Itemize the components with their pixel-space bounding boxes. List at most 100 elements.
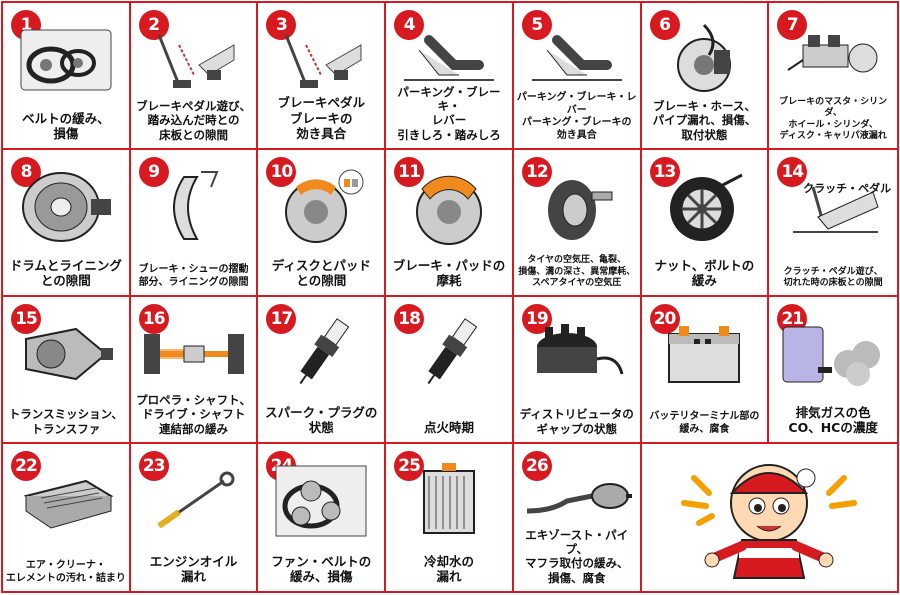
item-number-badge: 13 bbox=[649, 157, 680, 187]
item-number-badge: 7 bbox=[777, 10, 808, 40]
item-label: 冷却水の 漏れ bbox=[423, 553, 474, 585]
inspection-item-4: 4 パーキング・ブレーキ・ レバー 引きしろ・踏みしろ bbox=[386, 3, 514, 150]
air-cleaner-icon bbox=[3, 458, 129, 544]
brake-pedal-icon bbox=[258, 17, 384, 103]
item-top-label: クラッチ・ペダル bbox=[803, 182, 892, 195]
disc-pad-gap-icon bbox=[258, 164, 384, 250]
item-number-badge: 16 bbox=[138, 304, 169, 334]
fan-belt-icon bbox=[258, 458, 384, 544]
item-label: ナット、ボルトの 緩み bbox=[654, 257, 755, 289]
transmission-icon bbox=[3, 311, 129, 397]
item-label: エキゾースト・パイプ、 マフラ取付の緩み、 損傷、腐食 bbox=[524, 527, 629, 585]
brake-drum-icon bbox=[3, 164, 129, 250]
inspection-item-24: 24ファン・ベルトの 緩み、損傷 bbox=[258, 444, 387, 591]
mascot-panel bbox=[642, 444, 897, 591]
inspection-item-2: 2 ブレーキペダル遊び、 踏み込んだ時との 床板との隙間 bbox=[130, 3, 259, 150]
item-label: ベルトの緩み、 損傷 bbox=[22, 110, 110, 142]
tire-gauge-icon bbox=[514, 164, 640, 250]
item-number-badge: 10 bbox=[266, 157, 297, 187]
inspection-item-23: 23 エンジンオイル 漏れ bbox=[131, 444, 259, 591]
item-label: プロペラ・シャフト、 ドライブ・シャフト 連結部の緩み bbox=[136, 392, 251, 436]
inspection-item-6: 6 ブレーキ・ホース、 パイプ漏れ、損傷、 取付状態 bbox=[641, 3, 770, 150]
inspection-item-5: 5 パーキング・ブレーキ・レバー パーキング・ブレーキの 効き具合 bbox=[513, 3, 642, 150]
item-label: ブレーキのマスタ・シリンダ、 ホイール・シリンダ、 ディスク・キャリパ液漏れ bbox=[779, 97, 888, 141]
item-number-badge: 26 bbox=[521, 451, 552, 481]
item-label: ブレーキ・シューの摺動 部分、ライニングの隙間 bbox=[138, 264, 249, 288]
wheel-nut-icon bbox=[642, 164, 768, 250]
brake-pedal-icon bbox=[131, 17, 257, 103]
item-number-badge: 20 bbox=[649, 304, 680, 334]
item-label: パーキング・ブレーキ・ レバー 引きしろ・踏みしろ bbox=[397, 84, 501, 142]
item-label: ブレーキ・パッドの 摩耗 bbox=[392, 257, 506, 289]
item-label: ディストリビュータの ギャップの状態 bbox=[519, 407, 634, 436]
item-number-badge: 14 bbox=[777, 157, 808, 187]
brake-hose-icon bbox=[642, 17, 768, 103]
inspection-item-7: 7 ブレーキのマスタ・シリンダ、 ホイール・シリンダ、 ディスク・キャリパ液漏れ bbox=[769, 3, 897, 150]
item-number-badge: 25 bbox=[394, 451, 425, 481]
inspection-item-25: 25 冷却水の 漏れ bbox=[386, 444, 514, 591]
inspection-item-17: 17 スパーク・プラグの 状態 bbox=[258, 297, 387, 444]
item-label: ドラムとライニング との隙間 bbox=[9, 257, 122, 289]
item-label: バッテリターミナル部の 緩み、腐食 bbox=[649, 411, 760, 435]
item-number-badge: 6 bbox=[649, 10, 680, 40]
propeller-shaft-icon bbox=[131, 311, 257, 397]
parking-brake-icon bbox=[386, 17, 512, 103]
parking-brake-icon bbox=[514, 17, 640, 103]
clutch-pedal-icon bbox=[769, 164, 897, 250]
item-label: ブレーキ・ホース、 パイプ漏れ、損傷、 取付状態 bbox=[652, 98, 757, 142]
item-label: エア・クリーナ・ エレメントの汚れ・詰まり bbox=[5, 560, 126, 584]
item-number-badge: 3 bbox=[266, 10, 297, 40]
inspection-item-10: 10 ディスクとパッド との隙間 bbox=[258, 150, 387, 297]
item-label: トランスミッション、 トランスファ bbox=[8, 407, 123, 436]
item-number-badge: 15 bbox=[11, 304, 41, 334]
inspection-item-26: 26 エキゾースト・パイプ、 マフラ取付の緩み、 損傷、腐食 bbox=[514, 444, 642, 591]
radiator-icon bbox=[386, 458, 512, 544]
mascot-character-icon bbox=[642, 448, 897, 588]
brake-pad-icon bbox=[386, 164, 512, 250]
item-number-badge: 21 bbox=[777, 304, 808, 334]
inspection-item-9: 9 ブレーキ・シューの摺動 部分、ライニングの隙間 bbox=[130, 150, 259, 297]
inspection-item-20: 20 バッテリターミナル部の 緩み、腐食 bbox=[641, 297, 770, 444]
item-number-badge: 9 bbox=[138, 157, 169, 187]
inspection-item-18: 18 点火時期 bbox=[386, 297, 514, 444]
item-number-badge: 18 bbox=[394, 304, 425, 334]
item-label: ディスクとパッド との隙間 bbox=[271, 257, 371, 289]
item-label: ブレーキペダル ブレーキの 効き具合 bbox=[277, 95, 366, 142]
item-label: ブレーキペダル遊び、 踏み込んだ時との 床板との隙間 bbox=[136, 98, 252, 142]
muffler-icon bbox=[514, 458, 640, 544]
item-label: スパーク・プラグの 状態 bbox=[265, 404, 378, 436]
inspection-item-21: 21 排気ガスの色 CO、HCの濃度 bbox=[769, 297, 897, 444]
inspection-item-3: 3 ブレーキペダル ブレーキの 効き具合 bbox=[258, 3, 387, 150]
inspection-item-22: 22 エア・クリーナ・ エレメントの汚れ・詰まり bbox=[3, 444, 131, 591]
item-number-badge: 5 bbox=[521, 10, 552, 40]
belt-engine-icon bbox=[3, 17, 129, 103]
item-label: パーキング・ブレーキ・レバー パーキング・ブレーキの 効き具合 bbox=[516, 92, 637, 141]
item-number-badge: 11 bbox=[394, 157, 425, 187]
item-number-badge: 2 bbox=[138, 10, 169, 40]
inspection-item-11: 11 ブレーキ・パッドの 摩耗 bbox=[386, 150, 514, 297]
distributor-icon bbox=[514, 311, 640, 397]
item-number-badge: 12 bbox=[521, 157, 552, 187]
item-label: エンジンオイル 漏れ bbox=[149, 553, 238, 585]
inspection-item-15: 15 トランスミッション、 トランスファ bbox=[3, 297, 131, 444]
dipstick-icon bbox=[131, 458, 257, 544]
item-label: 点火時期 bbox=[423, 420, 474, 436]
item-label: クラッチ・ペダル遊び、 切れた時の床板との隙間 bbox=[783, 266, 883, 288]
item-number-badge: 17 bbox=[266, 304, 297, 334]
item-label: ファン・ベルトの 緩み、損傷 bbox=[271, 553, 372, 585]
item-number-badge: 23 bbox=[138, 451, 169, 481]
battery-icon bbox=[642, 311, 768, 397]
inspection-item-16: 16 プロペラ・シャフト、 ドライブ・シャフト 連結部の緩み bbox=[130, 297, 259, 444]
item-number-badge: 4 bbox=[394, 10, 425, 40]
master-cylinder-icon bbox=[769, 17, 897, 103]
item-label: 排気ガスの色 CO、HCの濃度 bbox=[788, 404, 878, 436]
inspection-item-13: 13 ナット、ボルトの 緩み bbox=[641, 150, 770, 297]
exhaust-smoke-icon bbox=[769, 311, 897, 397]
item-number-badge: 22 bbox=[11, 451, 41, 481]
